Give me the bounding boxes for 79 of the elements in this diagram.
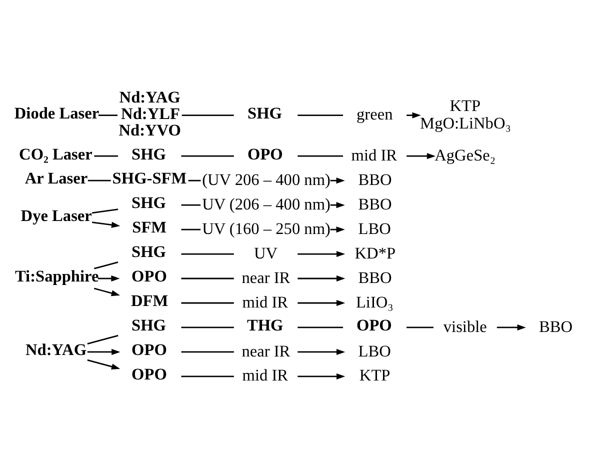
node-text: SHG	[248, 103, 282, 122]
node-text: Dye Laser	[20, 206, 92, 226]
connector	[181, 302, 234, 304]
connector	[181, 351, 234, 353]
connector	[92, 208, 118, 214]
arrow	[330, 178, 345, 184]
arrow	[92, 222, 120, 228]
arrow	[87, 359, 120, 370]
node-text: SFM	[132, 218, 167, 237]
node-text: visible	[443, 316, 487, 336]
node-text: Diode Laser	[14, 103, 100, 122]
connector	[406, 326, 434, 328]
node-text: mid IR	[242, 292, 288, 312]
arrow	[298, 348, 346, 355]
arrow	[94, 288, 120, 296]
connector	[181, 228, 201, 230]
node-text: OPO	[132, 266, 167, 286]
node-text: KD*P	[354, 243, 396, 262]
arrow	[406, 153, 436, 160]
node-text: SHG	[132, 316, 166, 335]
connector	[181, 278, 234, 280]
connector	[181, 376, 234, 378]
arrow	[298, 373, 346, 380]
node-text: AgGeSe₂	[434, 145, 496, 164]
node-text: mid IR	[242, 366, 288, 385]
arrow	[87, 348, 120, 355]
connector	[181, 326, 234, 328]
arrow	[406, 112, 421, 118]
connector	[188, 180, 201, 182]
node-text: Ti:Sapphire	[14, 266, 99, 286]
node-text: OPO	[132, 340, 167, 360]
node-text: BBO	[358, 268, 392, 287]
node-text: near IR	[242, 341, 290, 360]
node-text: Nd:YAG	[25, 340, 87, 360]
arrow	[298, 251, 346, 258]
node-text: DFM	[130, 291, 168, 310]
node-text: OPO	[248, 144, 283, 164]
node-text: KTP	[359, 366, 390, 385]
arrow	[98, 275, 120, 282]
node-text: BBO	[358, 194, 392, 214]
arrow	[496, 324, 526, 330]
connector	[181, 253, 234, 255]
node-text: UV (160 – 250 nm)	[202, 218, 330, 238]
node-text: SHG	[132, 144, 166, 164]
node-text: Ar Laser	[24, 168, 88, 188]
connector	[298, 155, 344, 157]
arrow	[298, 275, 346, 282]
node-text: OPO	[132, 364, 167, 384]
node-text: (UV 206 – 400 nm)	[202, 170, 330, 189]
node-text: SHG-SFM	[112, 168, 187, 188]
node-text: UV (206 – 400 nm)	[202, 194, 330, 214]
arrow	[298, 300, 346, 306]
node-text: CO₂ Laser	[19, 144, 92, 164]
node-text: LBO	[358, 341, 391, 360]
node-text: BBO	[538, 316, 573, 336]
node-text: Nd:YAG Nd:YLF Nd:YVO	[118, 88, 181, 140]
node-text: near IR	[242, 268, 290, 287]
node-text: UV	[254, 243, 278, 262]
connector	[98, 114, 118, 116]
connector	[94, 262, 118, 270]
connector	[182, 114, 234, 116]
connector	[87, 334, 118, 344]
node-text: LBO	[358, 218, 391, 238]
node-text: OPO	[356, 316, 392, 335]
node-text: SHG	[132, 193, 166, 212]
node-text: KTP MgO:LiNbO₃	[420, 96, 511, 132]
node-text: green	[356, 104, 393, 124]
connector	[88, 180, 111, 182]
connector	[94, 155, 118, 157]
connector	[181, 155, 234, 157]
connector	[181, 204, 201, 206]
node-text: LiIO₃	[356, 292, 394, 312]
node-text: THG	[246, 316, 284, 335]
connector	[298, 114, 344, 116]
arrow	[330, 202, 345, 208]
node-text: SHG	[132, 242, 166, 262]
node-text: BBO	[358, 170, 392, 189]
node-text: mid IR	[351, 145, 398, 164]
connector	[298, 326, 344, 328]
